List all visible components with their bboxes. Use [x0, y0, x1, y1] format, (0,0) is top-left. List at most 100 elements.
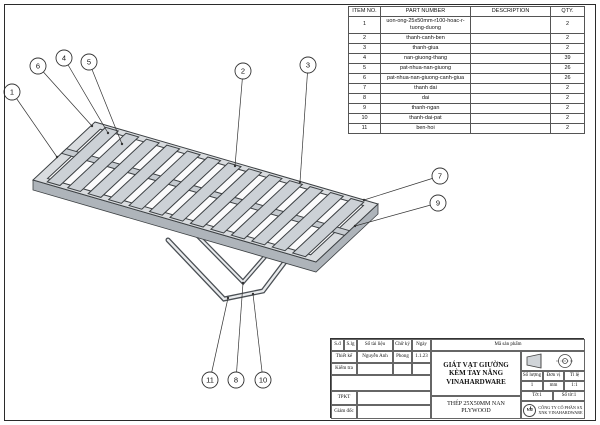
company-cell: vh CÔNG TY CỔ PHẦN SX XNK VINAHARDWARE	[521, 401, 585, 419]
description-cell	[470, 72, 551, 84]
company-name-line1: CÔNG TY CỔ PHẦN SX	[538, 404, 583, 410]
col-header-slg: S.lg	[344, 339, 357, 351]
item-no-cell: 7	[348, 82, 381, 94]
callout-balloon-10: 10	[251, 292, 272, 389]
third-angle-projection-icon	[526, 353, 574, 369]
projection-symbol-cell	[521, 351, 585, 371]
callout-balloon-11: 11	[201, 296, 230, 389]
description-cell	[470, 92, 551, 104]
callout-balloon-9: 9	[353, 194, 447, 228]
bed-slat	[170, 163, 241, 221]
empty-cell	[393, 363, 412, 375]
bed-slat	[47, 127, 118, 185]
svg-text:1: 1	[10, 88, 14, 97]
parts-table-header-cell: QTY.	[550, 6, 585, 17]
empty-cell	[412, 363, 431, 375]
svg-text:9: 9	[436, 199, 440, 208]
description-cell	[470, 16, 551, 34]
bed-slat	[272, 193, 343, 251]
item-no-cell: 8	[348, 92, 381, 104]
item-no-cell: 3	[348, 42, 381, 54]
bed-slat	[293, 198, 364, 256]
col-header-doc: Số tài liệu	[357, 339, 393, 351]
svg-text:2: 2	[241, 67, 245, 76]
bed-slat	[211, 175, 282, 233]
item-no-cell: 1	[348, 16, 381, 34]
scale-label: Tỉ lệ	[564, 371, 585, 381]
design-date: 1.1.23	[412, 351, 431, 363]
svg-text:5: 5	[87, 58, 91, 67]
svg-text:8: 8	[234, 376, 238, 385]
item-no-cell: 6	[348, 72, 381, 84]
row-design-label: Thiết kế	[331, 351, 357, 363]
svg-text:7: 7	[438, 172, 442, 181]
bed-slat	[190, 169, 261, 227]
part-number-cell: thanh-dai-pat	[380, 112, 471, 124]
company-name-line2: XNK VINAHARDWARE	[538, 410, 583, 415]
company-logo-icon: vh	[523, 403, 537, 417]
bed-slat	[88, 139, 159, 197]
bed-slat	[231, 181, 302, 239]
material-line1: THÉP 25X50MM NAN	[447, 400, 505, 407]
material-cell: THÉP 25X50MM NAN PLYWOOD	[431, 396, 521, 419]
product-code-label: Mã sản phẩm	[431, 339, 585, 351]
description-cell	[470, 82, 551, 94]
part-number-cell: pat-nhua-nan-giuong	[380, 62, 471, 74]
slats	[47, 127, 364, 256]
bed-slat	[109, 145, 180, 203]
svg-text:6: 6	[36, 62, 40, 71]
item-no-cell: 5	[348, 62, 381, 74]
empty-cell	[357, 405, 431, 419]
description-cell	[470, 122, 551, 134]
svg-text:4: 4	[62, 54, 66, 63]
qty-value: 1	[521, 381, 543, 391]
parts-table-header-cell: PART NUMBER	[380, 6, 471, 17]
item-no-cell: 10	[348, 112, 381, 124]
sheet-count: Số tờ:1	[553, 391, 585, 401]
qty-cell: 2	[550, 42, 585, 54]
empty-cell	[357, 391, 431, 405]
frame-top-face	[33, 122, 378, 262]
svg-text:11: 11	[206, 376, 214, 385]
col-header-date: Ngày	[412, 339, 431, 351]
row-tpkt-label: TPKT	[331, 391, 357, 405]
sheet-number: Tờ:1	[521, 391, 553, 401]
qty-label: Số lượng	[521, 371, 543, 381]
item-no-cell: 4	[348, 52, 381, 64]
item-no-cell: 2	[348, 32, 381, 44]
part-number-cell: ben-hoi	[380, 122, 471, 134]
callout-balloon-3: 3	[298, 56, 317, 184]
empty-cell	[357, 363, 393, 375]
callout-balloon-1: 1	[3, 83, 59, 159]
qty-cell: 2	[550, 122, 585, 134]
callout-balloon-6: 6	[29, 57, 94, 128]
title-block: S.đ S.lg Số tài liệu Chữ ký Ngày Thiết k…	[330, 338, 585, 419]
part-number-cell: thanh dai	[380, 82, 471, 94]
description-cell	[470, 62, 551, 74]
qty-cell: 2	[550, 16, 585, 34]
empty-cell	[331, 375, 431, 391]
bed-slat	[68, 133, 139, 191]
part-number-cell: thanh-ngan	[380, 102, 471, 114]
part-number-cell: pat-nhua-nan-giuong-canh-giua	[380, 72, 471, 84]
drawing-title-line1: GIÁT VẠT GIƯỜNG	[443, 361, 509, 370]
parts-table-header-cell: DESCRIPTION	[470, 6, 551, 17]
qty-cell: 2	[550, 102, 585, 114]
bed-slat	[150, 157, 221, 215]
bed-slat	[252, 187, 323, 245]
part-number-cell: thanh-canh-ben	[380, 32, 471, 44]
drawing-title-line2: KÈM TAY NÂNG	[448, 369, 504, 378]
description-cell	[470, 42, 551, 54]
callout-balloon-2: 2	[233, 62, 252, 168]
